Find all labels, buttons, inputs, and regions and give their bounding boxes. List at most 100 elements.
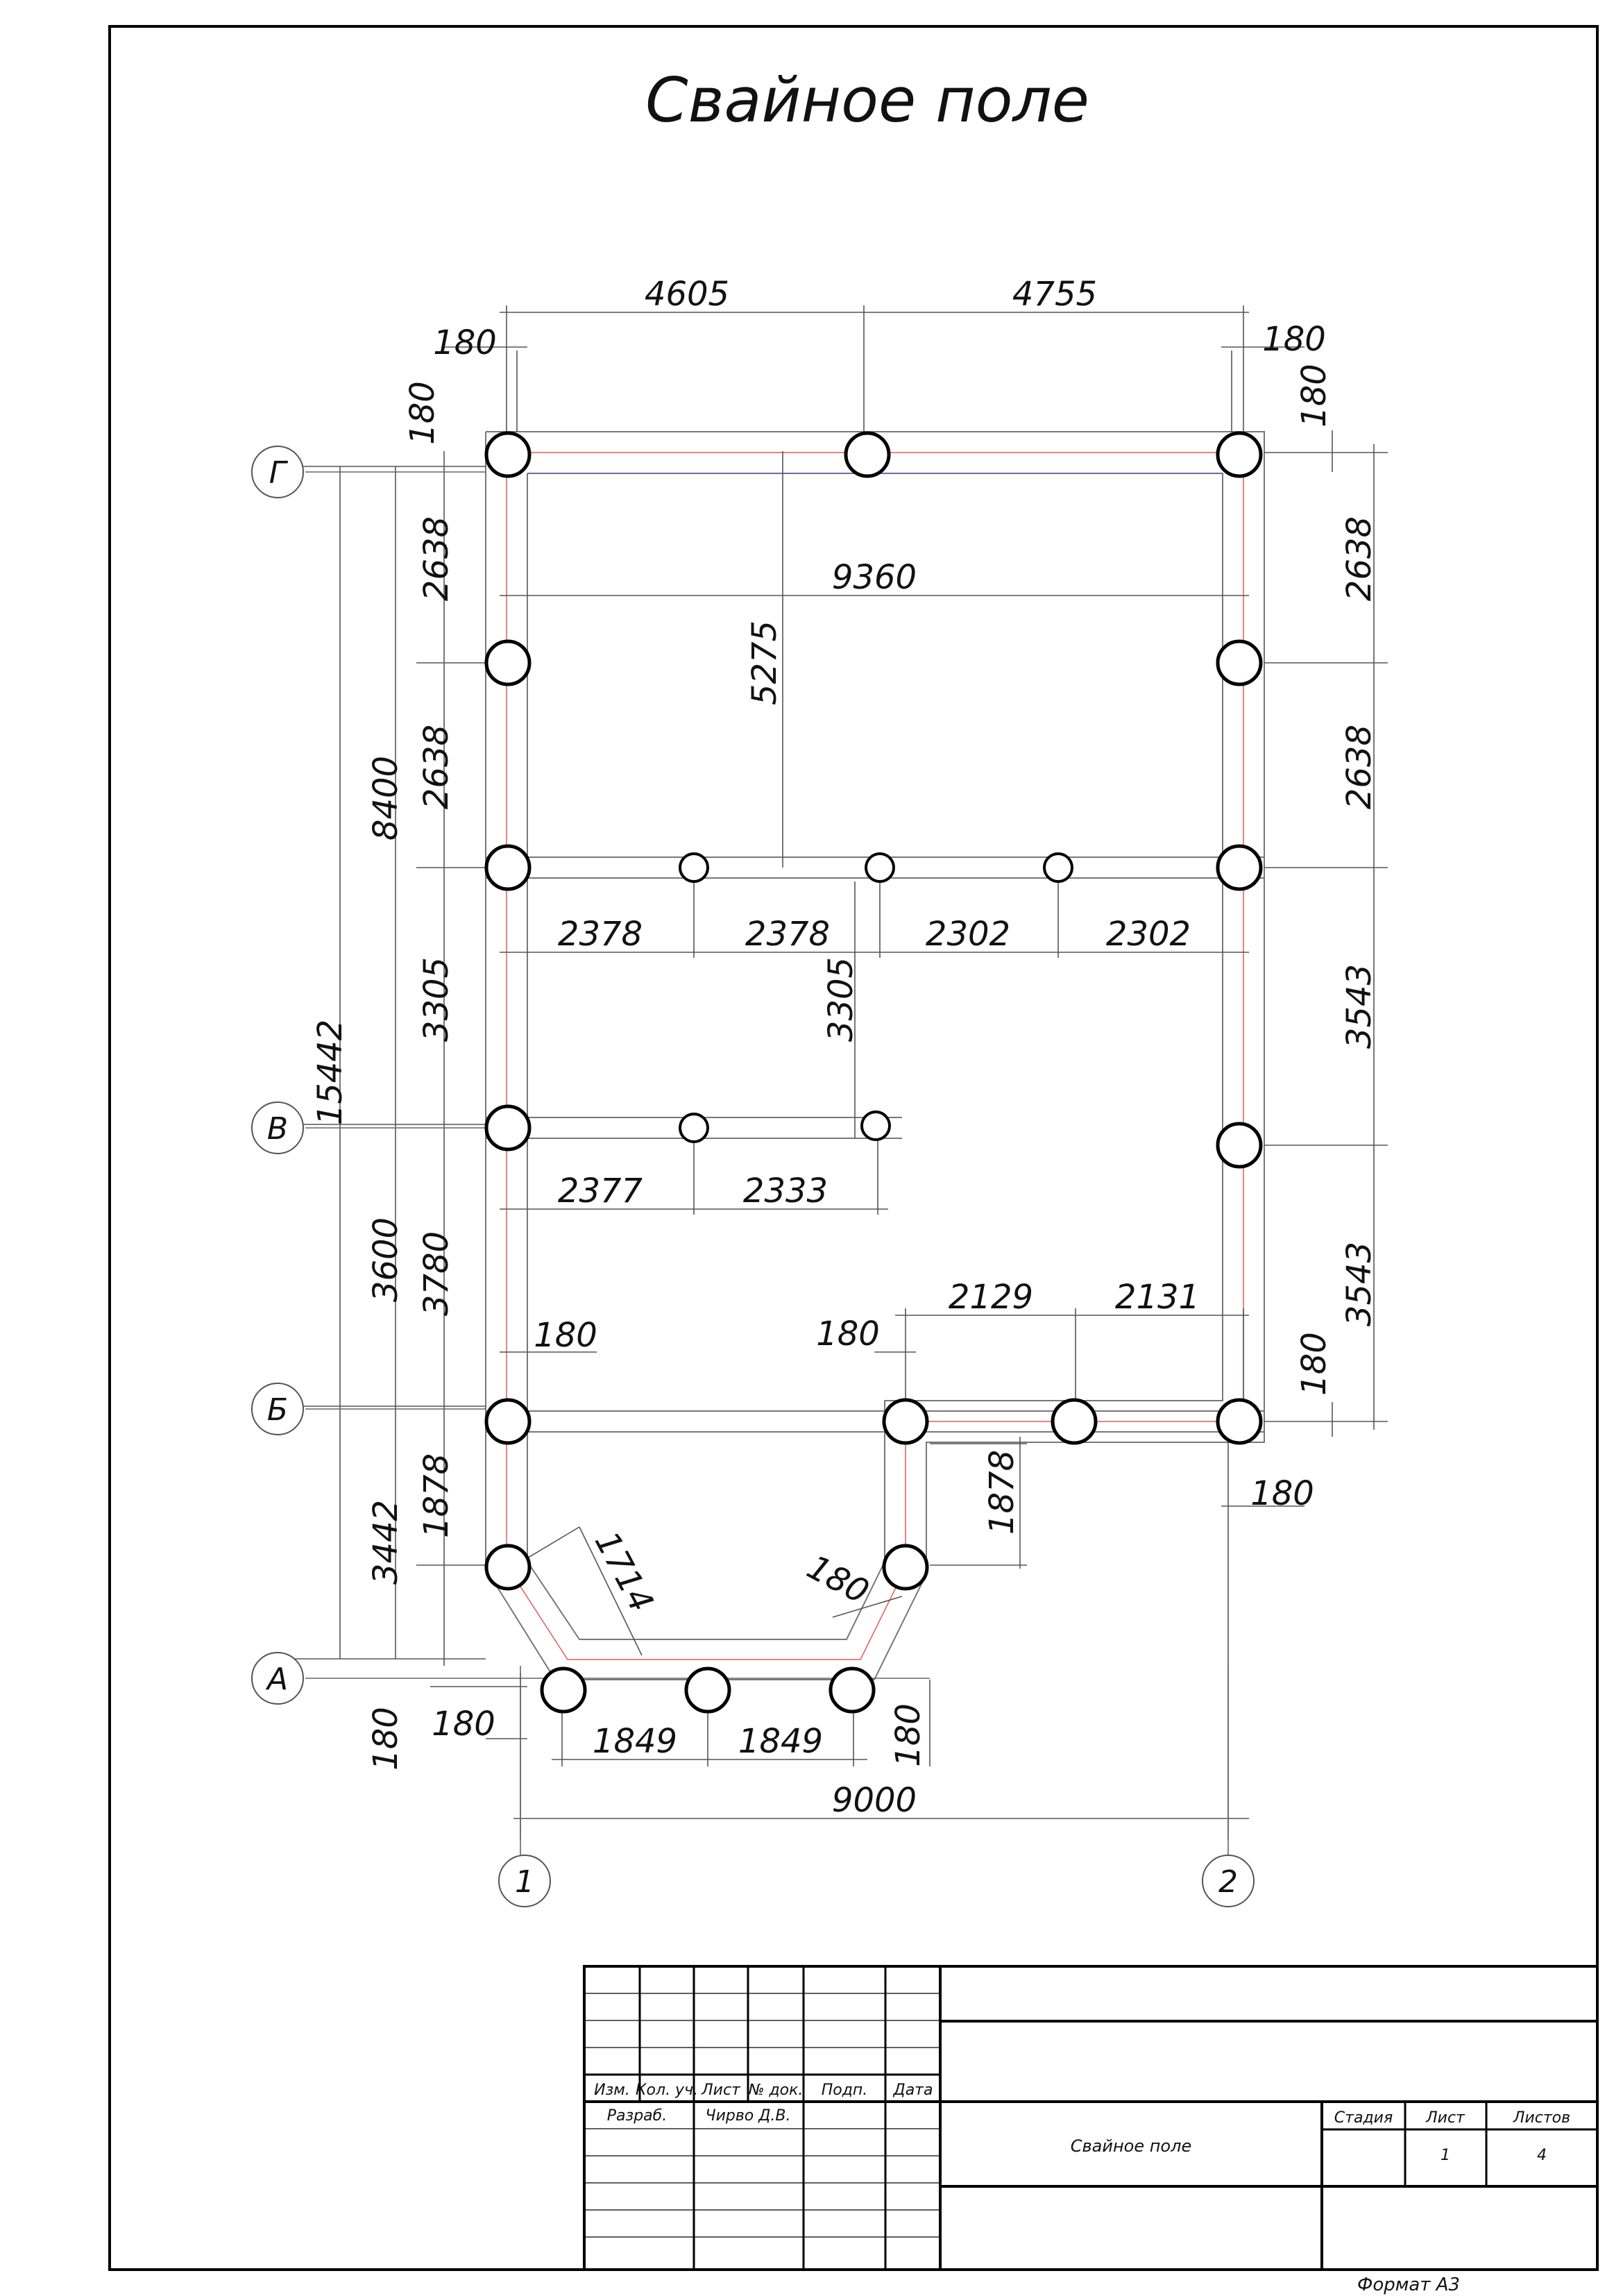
dim-text: 2378 bbox=[558, 915, 643, 954]
axis-label-b: Б bbox=[267, 1392, 288, 1428]
pile bbox=[540, 1666, 587, 1714]
dim-text: 1878 bbox=[417, 1453, 456, 1538]
dim-text: 4755 bbox=[1012, 275, 1097, 314]
dim-text: 180 bbox=[801, 1548, 875, 1612]
axis-label-2: 2 bbox=[1218, 1864, 1238, 1900]
pile bbox=[484, 844, 532, 891]
wall-outline bbox=[485, 431, 1265, 1680]
pile bbox=[484, 1398, 532, 1445]
dim-text: 15442 bbox=[311, 1020, 350, 1126]
dim-text: 3442 bbox=[366, 1500, 405, 1585]
dim-text: 5275 bbox=[745, 621, 784, 705]
axis-marker-1 bbox=[498, 1855, 551, 1907]
dim-text: 1878 bbox=[983, 1450, 1021, 1535]
pile bbox=[484, 1104, 532, 1151]
dim-text: 1849 bbox=[738, 1722, 823, 1761]
stamp-header: Подп. bbox=[822, 2082, 868, 2099]
dim-text: 2638 bbox=[417, 516, 456, 601]
dim-text: 180 bbox=[1250, 1474, 1314, 1513]
axis-label-v: В bbox=[267, 1111, 288, 1147]
stamp-developer: Чирво Д.В. bbox=[705, 2107, 790, 2125]
small-piles bbox=[679, 852, 1073, 1143]
dim-text: 180 bbox=[816, 1315, 880, 1353]
dim-text: 180 bbox=[889, 1703, 928, 1767]
dim-text: 3600 bbox=[366, 1217, 405, 1302]
dim-text: 2131 bbox=[1115, 1278, 1200, 1317]
title-block bbox=[583, 1965, 1599, 2271]
small-pile bbox=[1043, 852, 1073, 883]
dim-text: 9360 bbox=[832, 558, 917, 597]
pile bbox=[882, 1544, 929, 1591]
small-pile bbox=[860, 1111, 891, 1141]
pile bbox=[882, 1398, 929, 1445]
dim-text: 180 bbox=[1262, 320, 1326, 359]
dim-text: 2302 bbox=[1106, 915, 1191, 954]
wall-axis-red bbox=[506, 452, 1244, 1660]
axis-label-1: 1 bbox=[515, 1864, 534, 1900]
dim-text: 180 bbox=[366, 1707, 405, 1771]
stamp-drawing-title: Свайное поле bbox=[1071, 2136, 1191, 2156]
piles bbox=[484, 431, 1263, 1714]
dim-text: 1849 bbox=[593, 1722, 677, 1761]
axis-marker-g bbox=[251, 446, 304, 498]
dim-text: 3543 bbox=[1340, 964, 1379, 1049]
dimension-texts: 4605 4755 180 180 9360 180 180 5275 2638… bbox=[311, 275, 1379, 1820]
axis-label-a: А bbox=[265, 1662, 288, 1697]
dim-text: 180 bbox=[1295, 364, 1334, 428]
stamp-header: Кол. уч. bbox=[636, 2082, 698, 2099]
dim-text: 8400 bbox=[366, 756, 405, 841]
stamp-header: № док. bbox=[748, 2082, 804, 2099]
pile bbox=[484, 431, 532, 478]
dim-text: 2378 bbox=[745, 915, 830, 954]
axis-label-g: Г bbox=[269, 455, 289, 491]
stamp-stage-label: Стадия bbox=[1334, 2109, 1393, 2127]
pile bbox=[1216, 1122, 1263, 1169]
dim-text: 2333 bbox=[743, 1172, 828, 1210]
dim-text: 4605 bbox=[645, 275, 729, 314]
pile bbox=[684, 1666, 731, 1714]
pile bbox=[844, 431, 891, 478]
dim-text: 180 bbox=[403, 381, 442, 445]
stamp-sheet-label: Лист bbox=[1425, 2109, 1465, 2127]
dim-text: 1714 bbox=[587, 1525, 661, 1618]
stamp-header: Дата bbox=[893, 2082, 933, 2099]
small-pile bbox=[865, 852, 895, 883]
dim-text: 2638 bbox=[417, 725, 456, 809]
format-label: Формат А3 bbox=[1357, 2274, 1460, 2295]
dim-text: 2129 bbox=[949, 1278, 1033, 1317]
stamp-header: Лист bbox=[701, 2082, 741, 2099]
axis-marker-v bbox=[251, 1101, 304, 1154]
axis-marker-a bbox=[251, 1652, 304, 1705]
page-title: Свайное поле bbox=[645, 65, 1089, 136]
dim-text: 2377 bbox=[558, 1172, 643, 1210]
dim-text: 2638 bbox=[1340, 725, 1379, 809]
pile bbox=[1216, 431, 1263, 478]
small-pile bbox=[679, 852, 709, 883]
pile bbox=[1051, 1398, 1098, 1445]
axis-marker-2 bbox=[1202, 1855, 1255, 1907]
dim-text: 180 bbox=[1295, 1332, 1334, 1396]
pile bbox=[829, 1666, 876, 1714]
dim-text: 2302 bbox=[926, 915, 1010, 954]
dim-text: 180 bbox=[433, 323, 497, 362]
dim-text: 3543 bbox=[1340, 1242, 1379, 1326]
pile bbox=[484, 1544, 532, 1591]
stamp-developed-label: Разраб. bbox=[607, 2107, 667, 2125]
dim-text: 180 bbox=[432, 1705, 495, 1744]
axis-gridlines bbox=[305, 471, 1229, 1860]
pile bbox=[1216, 639, 1263, 686]
pile bbox=[1216, 844, 1263, 891]
stamp-sheets-value: 4 bbox=[1537, 2147, 1547, 2164]
dim-text: 2638 bbox=[1340, 516, 1379, 601]
axis-marker-b bbox=[251, 1383, 304, 1435]
pile bbox=[1216, 1398, 1263, 1445]
pile bbox=[484, 639, 532, 686]
dim-text: 3305 bbox=[822, 957, 860, 1042]
axis-markers bbox=[251, 446, 1255, 1907]
stamp-sheets-label: Листов bbox=[1513, 2109, 1570, 2127]
title-block-texts: Изм. Кол. уч. Лист № док. Подп. Дата Раз… bbox=[594, 2082, 1570, 2164]
dim-text: 3780 bbox=[417, 1231, 456, 1316]
stamp-sheet-value: 1 bbox=[1441, 2147, 1450, 2164]
dim-text: 9000 bbox=[832, 1781, 917, 1820]
